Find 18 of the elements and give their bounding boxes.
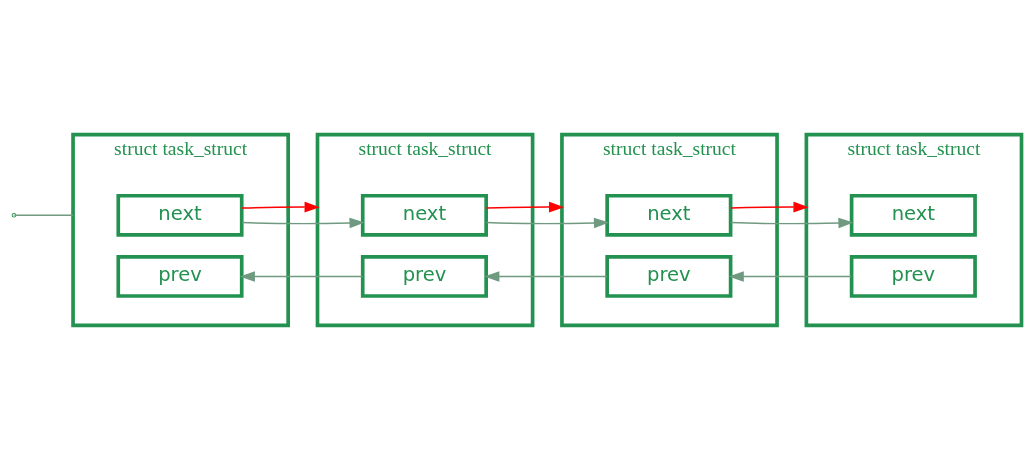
arrow <box>730 217 854 228</box>
arrow <box>728 270 853 282</box>
arrow <box>730 201 809 212</box>
connector <box>13 214 74 216</box>
node-box: next <box>116 193 244 237</box>
node-box: next <box>605 193 733 237</box>
arrow <box>484 270 608 282</box>
arrow <box>485 201 565 212</box>
arrow <box>485 217 610 228</box>
node-box: prev <box>849 254 977 298</box>
node-box: prev <box>605 254 733 298</box>
arrow <box>241 201 320 212</box>
node-box: prev <box>116 254 244 298</box>
node-box: next <box>849 193 977 237</box>
arrow <box>239 270 364 282</box>
node-box: prev <box>360 254 488 298</box>
arrow <box>241 217 365 228</box>
node-box: next <box>360 193 488 237</box>
